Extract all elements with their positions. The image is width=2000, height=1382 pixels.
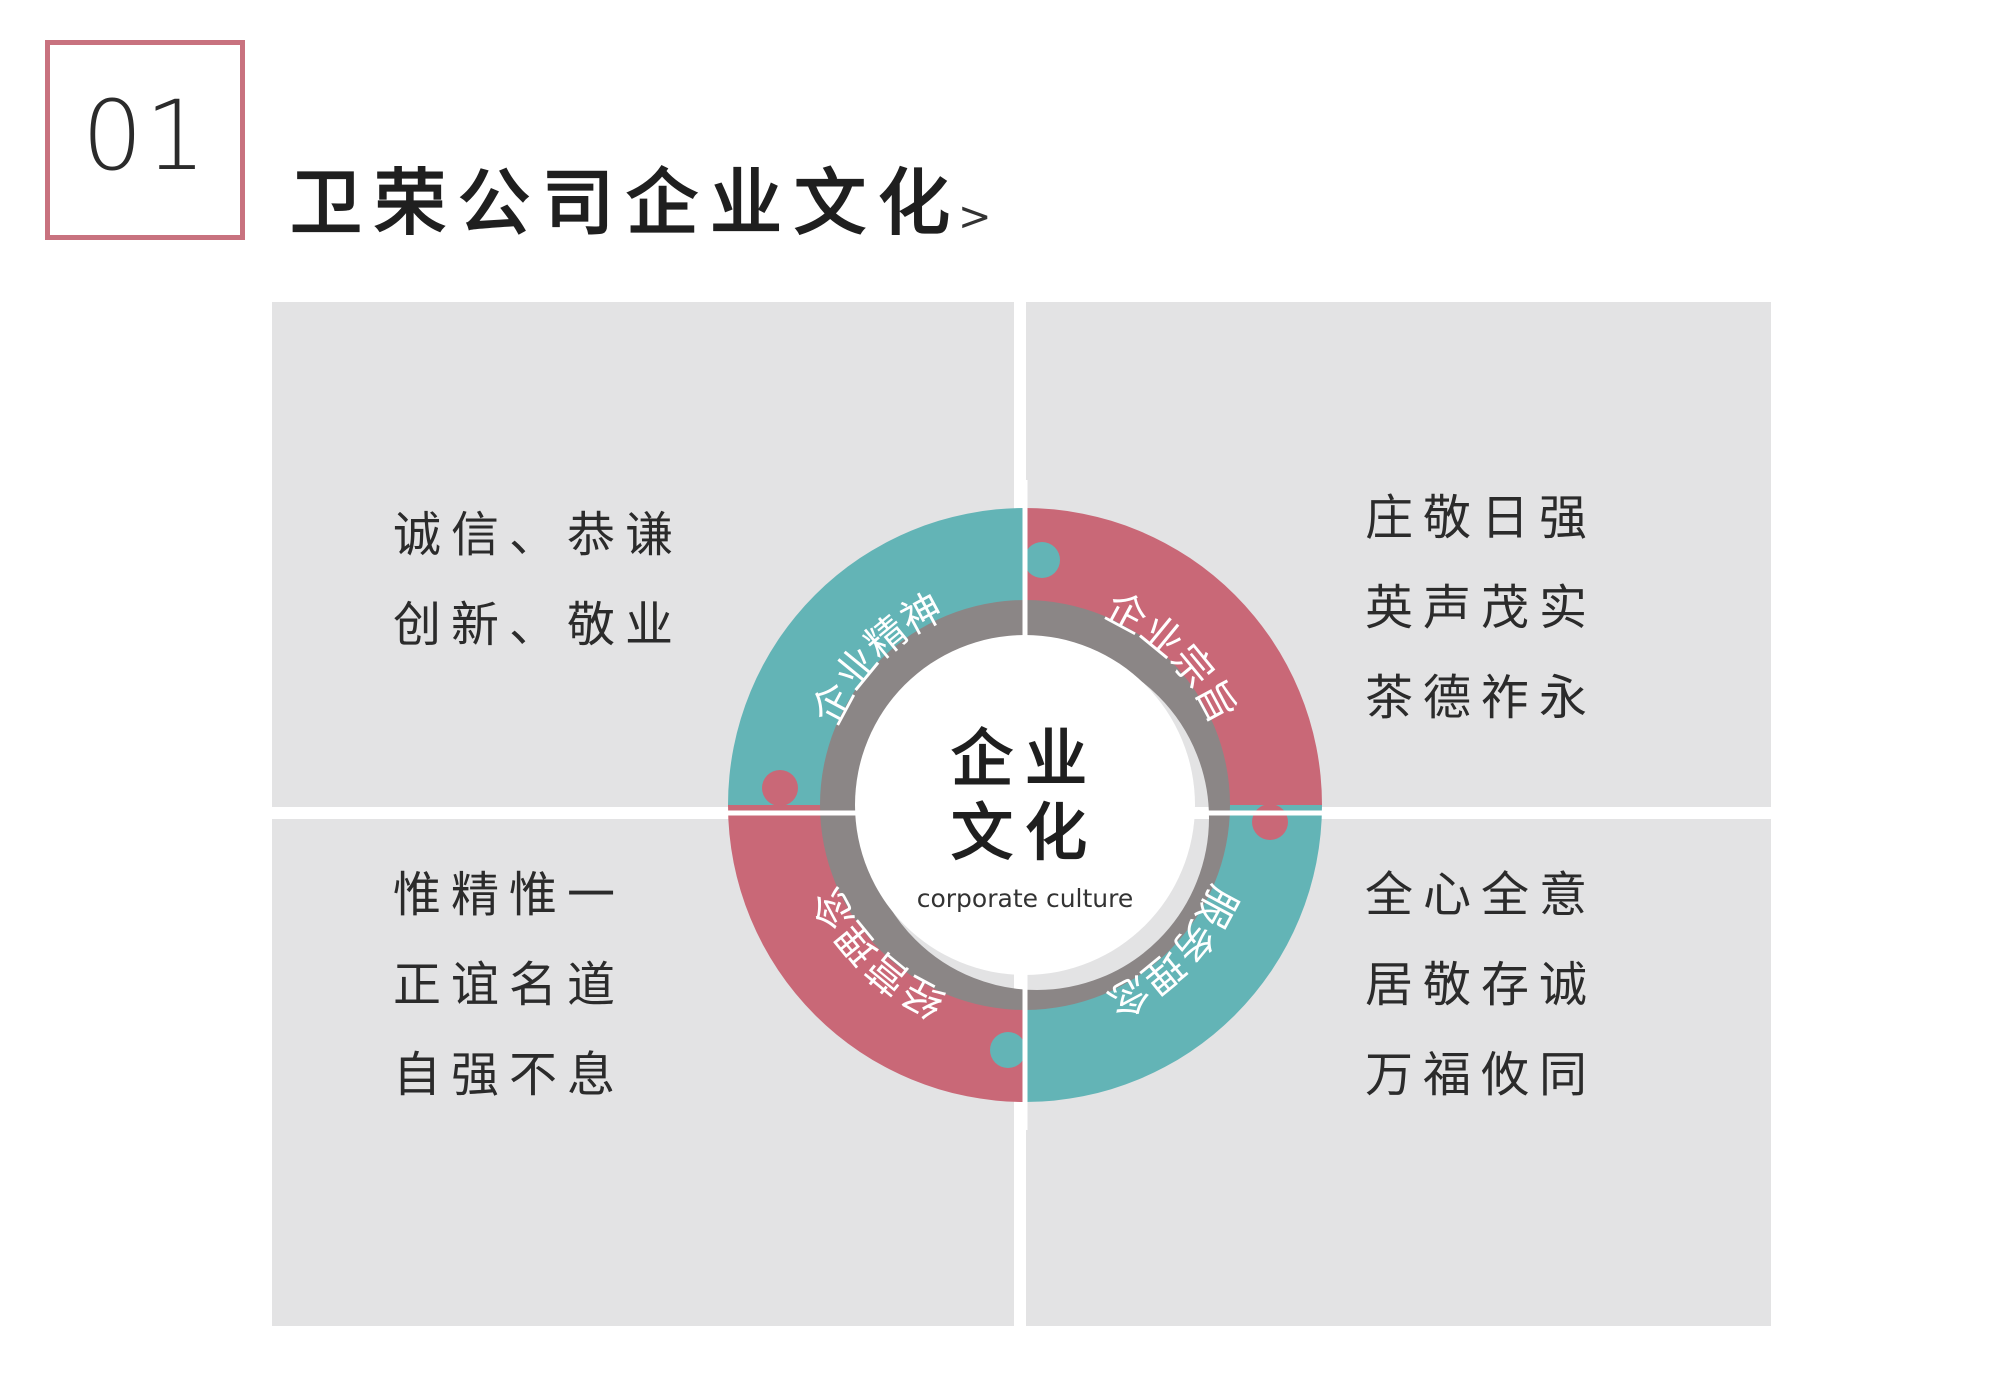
enterprise-purpose-text: 庄敬日强 英声茂实 茶德祚永 [1365, 473, 1597, 743]
quadrant-line: 自强不息 [393, 1047, 626, 1103]
chevron-right-icon: > [958, 194, 992, 240]
section-number-box: 01 [45, 40, 245, 240]
quadrant-line: 英声茂实 [1365, 580, 1598, 636]
center-title-line2: 文化 [950, 796, 1099, 869]
quadrant-line: 万福攸同 [1365, 1047, 1598, 1103]
ring-segment-service-philosophy [1025, 805, 1322, 1102]
quadrant-line: 诚信、恭谦 [393, 507, 684, 563]
ring-segment-business-philosophy [728, 805, 1025, 1102]
ring-segment-enterprise-spirit [728, 508, 1025, 805]
service-philosophy-text: 全心全意 居敬存诚 万福攸同 [1365, 850, 1597, 1120]
section-number: 01 [81, 80, 209, 192]
center-subtitle: corporate culture [916, 884, 1134, 913]
puzzle-knob [762, 770, 798, 806]
puzzle-knob [1252, 804, 1288, 840]
business-philosophy-text: 惟精惟一 正谊名道 自强不息 [393, 850, 625, 1120]
quadrant-line: 茶德祚永 [1365, 670, 1598, 726]
quadrant-line: 创新、敬业 [393, 597, 684, 653]
quadrant-line: 正谊名道 [393, 957, 626, 1013]
quadrant-line: 全心全意 [1365, 867, 1598, 923]
page-title: 卫荣公司企业文化 [290, 161, 963, 245]
ring-segment-enterprise-purpose [1025, 508, 1322, 805]
culture-ring-diagram: 企业精神 企业宗旨 服务理念 经营理念 [700, 480, 1350, 1130]
quadrant-line: 庄敬日强 [1365, 490, 1598, 546]
puzzle-knob [990, 1032, 1026, 1068]
puzzle-knob [1024, 542, 1060, 578]
quadrant-line: 惟精惟一 [393, 867, 626, 923]
enterprise-spirit-text: 诚信、恭谦 创新、敬业 [393, 490, 683, 670]
center-title-line1: 企业 [950, 722, 1099, 795]
quadrant-line: 居敬存诚 [1365, 957, 1598, 1013]
